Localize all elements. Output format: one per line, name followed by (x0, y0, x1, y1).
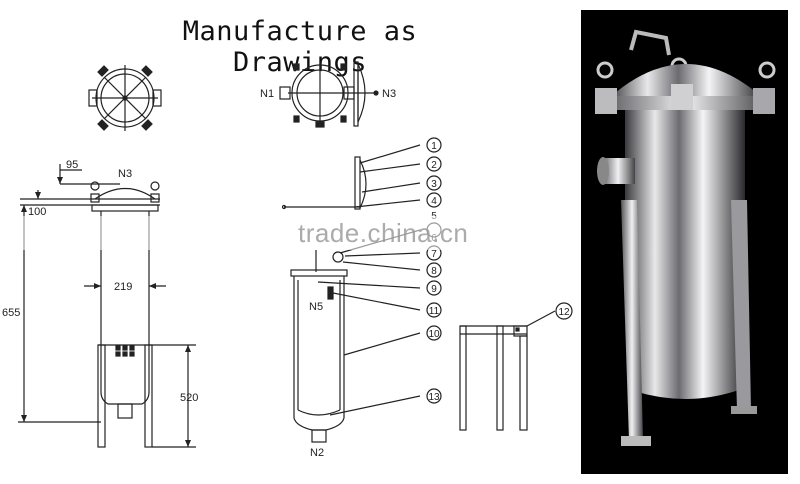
callout-9: 9 (431, 284, 437, 295)
callout-4: 4 (431, 196, 437, 207)
dim-219: 219 (114, 281, 132, 293)
callout-7: 7 (431, 249, 437, 260)
callout-10: 10 (428, 329, 440, 340)
product-photo (581, 10, 788, 474)
label-n1: N1 (260, 88, 274, 100)
label-n3-top: N3 (382, 88, 396, 100)
callouts (426, 137, 573, 404)
stand-detail (459, 310, 556, 431)
page-title: Manufacture as Drawings (182, 16, 418, 78)
label-n3-front: N3 (118, 168, 132, 180)
top-view-left (88, 65, 162, 131)
top-view-right (279, 61, 379, 128)
dim-100: 100 (28, 206, 46, 218)
dim-655: 655 (2, 307, 20, 319)
label-n5: N5 (309, 301, 323, 313)
callout-8: 8 (431, 266, 437, 277)
dim-520: 520 (180, 392, 198, 404)
callout-12: 12 (558, 307, 570, 318)
callout-3: 3 (431, 179, 437, 190)
callout-2: 2 (431, 160, 437, 171)
dim-95: 95 (66, 159, 78, 171)
callout-11: 11 (429, 306, 440, 317)
section-view (281, 144, 421, 443)
watermark-text: trade.china.cn (298, 218, 469, 248)
filter-housing-photo (581, 10, 788, 474)
callout-13: 13 (428, 392, 440, 403)
label-n2: N2 (310, 447, 324, 459)
callout-1: 1 (431, 141, 437, 152)
